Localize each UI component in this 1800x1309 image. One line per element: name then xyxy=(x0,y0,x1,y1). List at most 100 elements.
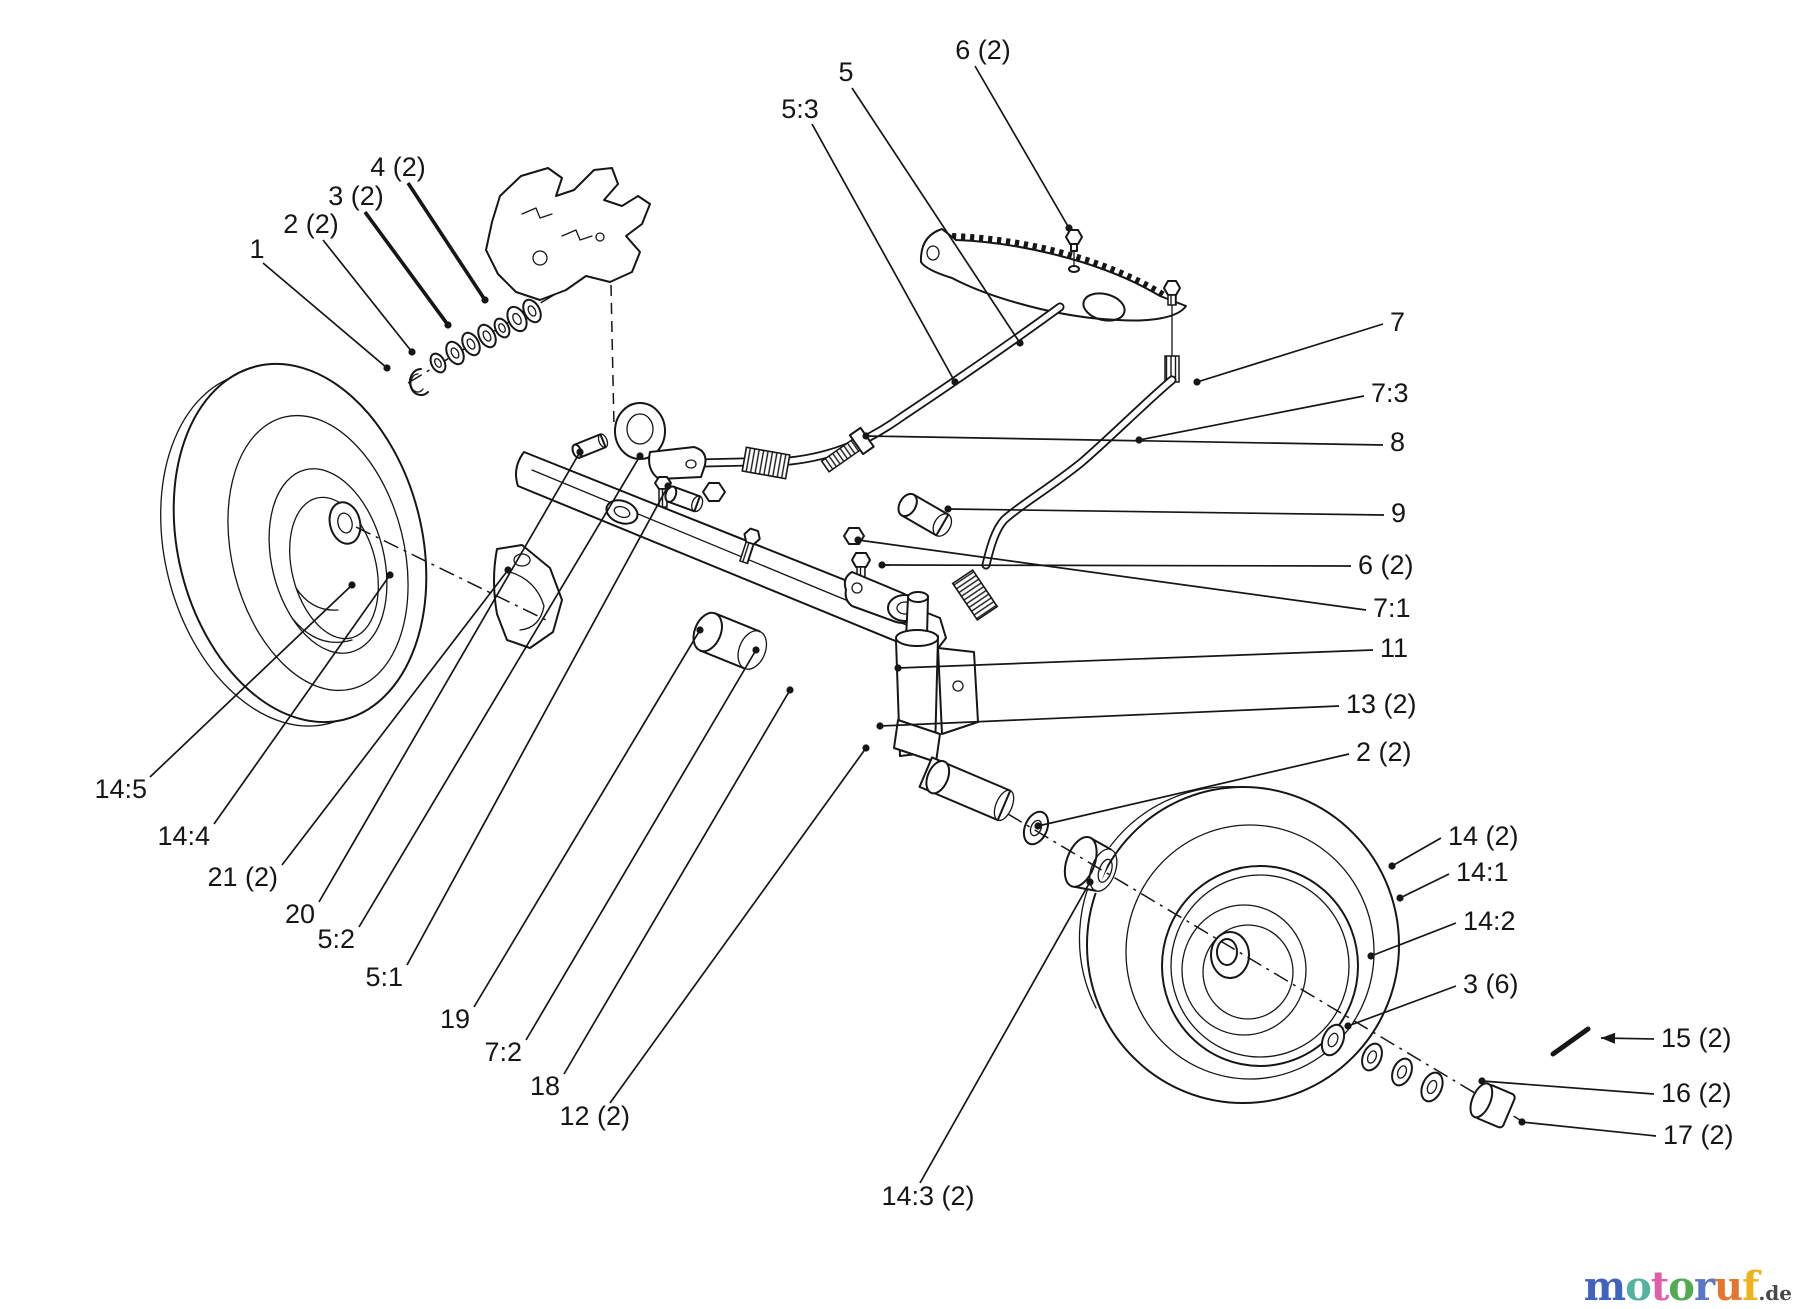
leader-line-5-2 xyxy=(358,455,641,928)
watermark-letter: o xyxy=(1625,1263,1652,1309)
leader-dot-19 xyxy=(696,626,704,634)
washer-stack-right xyxy=(1320,1023,1444,1103)
axis-centerline-right xyxy=(1007,813,1521,1121)
leader-dot-2-2-left xyxy=(408,348,416,356)
leader-dot-4-2 xyxy=(481,296,489,304)
leader-dot-14-3-2 xyxy=(1086,878,1094,886)
leader-line-20 xyxy=(318,451,581,903)
leader-line-7 xyxy=(1196,323,1384,383)
callout-label-7: 7 xyxy=(1390,307,1405,337)
leader-dot-8 xyxy=(862,432,870,440)
watermark-suffix: .de xyxy=(1758,1281,1792,1305)
callout-label-5-2: 5:2 xyxy=(317,924,355,954)
callout-label-4-2: 4 (2) xyxy=(370,152,426,182)
watermark-letter: r xyxy=(1693,1263,1715,1309)
leader-line-14-2 xyxy=(1370,922,1457,957)
leader-dot-18 xyxy=(786,686,794,694)
callout-label-17-2: 17 (2) xyxy=(1663,1120,1734,1150)
leader-line-14-2x xyxy=(1391,837,1442,867)
leader-line-14-3-2 xyxy=(919,881,1091,1184)
leader-dot-6-2-top xyxy=(1065,224,1073,232)
left-wheel-hub xyxy=(328,501,362,545)
callout-label-21-2: 21 (2) xyxy=(207,862,278,892)
callout-label-7-1: 7:1 xyxy=(1373,593,1411,623)
right-spindle-assembly xyxy=(820,426,1015,822)
callout-label-2-2-right: 2 (2) xyxy=(1356,737,1412,767)
leader-line-7-3 xyxy=(1138,395,1365,441)
leader-line-2-2-right xyxy=(1037,753,1350,827)
watermark-letter: f xyxy=(1742,1263,1759,1309)
leader-line-5-1 xyxy=(406,485,669,966)
callout-label-3-2: 3 (2) xyxy=(328,181,384,211)
callout-label-3-6: 3 (6) xyxy=(1463,969,1519,999)
leader-dot-3-2 xyxy=(444,321,452,329)
spacer-tube xyxy=(897,492,953,537)
left-steering-arm xyxy=(571,402,726,513)
leader-line-14-1 xyxy=(1399,873,1450,899)
leader-line-6-2-right xyxy=(881,564,1352,567)
callout-label-1: 1 xyxy=(249,234,264,264)
leader-dot-20 xyxy=(576,448,584,456)
leader-dot-7-1 xyxy=(854,536,862,544)
callout-label-11: 11 xyxy=(1380,633,1408,663)
leader-line-14-5 xyxy=(149,584,353,778)
drag-link xyxy=(695,302,1065,480)
leader-line-21-2 xyxy=(281,569,509,866)
spindle xyxy=(893,591,1015,822)
tie-rod-end-thread xyxy=(951,568,999,622)
leader-line-17-2 xyxy=(1521,1121,1657,1137)
callout-label-6-2-right: 6 (2) xyxy=(1358,550,1414,580)
leader-line-11 xyxy=(897,649,1374,669)
pivot-bushing xyxy=(692,611,768,670)
washer-stack-left xyxy=(407,289,563,396)
leader-dot-12-2 xyxy=(862,744,870,752)
callout-label-14-1: 14:1 xyxy=(1456,857,1509,887)
right-wheel-hub xyxy=(1210,931,1250,979)
leader-arrow-15-2 xyxy=(1601,1032,1616,1044)
leader-dot-5-3 xyxy=(951,378,959,386)
callout-label-14-3-2: 14:3 (2) xyxy=(881,1181,974,1211)
leader-line-7-1 xyxy=(857,539,1367,611)
leader-line-1 xyxy=(262,262,388,369)
leader-line-16-2 xyxy=(1481,1080,1655,1095)
leader-line-14-4 xyxy=(213,574,391,825)
leader-dot-14-2 xyxy=(1367,952,1375,960)
drag-link-adjuster xyxy=(741,446,791,480)
watermark-letter: t xyxy=(1650,1263,1670,1309)
leader-dot-14-1 xyxy=(1396,894,1404,902)
leader-dot-5-1 xyxy=(664,482,672,490)
leader-dot-6-2-right xyxy=(878,561,886,569)
leader-dot-5 xyxy=(1016,339,1024,347)
leader-dot-14-2x xyxy=(1388,862,1396,870)
wheel-bushing xyxy=(1063,835,1118,894)
spacer-small xyxy=(664,485,704,513)
callout-label-9: 9 xyxy=(1391,498,1406,528)
leader-dot-2-2-right xyxy=(1034,822,1042,830)
leader-line-18 xyxy=(563,689,791,1075)
callout-label-18: 18 xyxy=(530,1071,560,1101)
callout-label-12-2: 12 (2) xyxy=(559,1101,630,1131)
watermark-logo: motoruf.de xyxy=(1584,1267,1792,1307)
left-wheel xyxy=(160,362,428,727)
right-wheel xyxy=(1078,785,1400,1104)
leader-line-6-2-top xyxy=(974,65,1070,229)
leader-dot-16-2 xyxy=(1478,1077,1486,1085)
hub-cap xyxy=(1469,1082,1516,1129)
callout-label-5-1: 5:1 xyxy=(365,962,403,992)
leader-line-8 xyxy=(865,435,1384,446)
callout-label-7-3: 7:3 xyxy=(1371,378,1409,408)
leader-line-12-2 xyxy=(609,747,867,1104)
callout-label-14-5: 14:5 xyxy=(94,774,147,804)
axis-centerline-left xyxy=(355,526,549,622)
tie-rod xyxy=(951,375,1177,622)
leader-dot-17-2 xyxy=(1518,1118,1526,1126)
callout-label-14-2x: 14 (2) xyxy=(1448,821,1519,851)
axle-pivot-bracket xyxy=(493,544,563,649)
leader-line-3-6 xyxy=(1347,985,1457,1027)
watermark-letter: u xyxy=(1714,1263,1743,1309)
callout-label-15-2: 15 (2) xyxy=(1661,1023,1732,1053)
frame-bracket xyxy=(485,167,651,428)
